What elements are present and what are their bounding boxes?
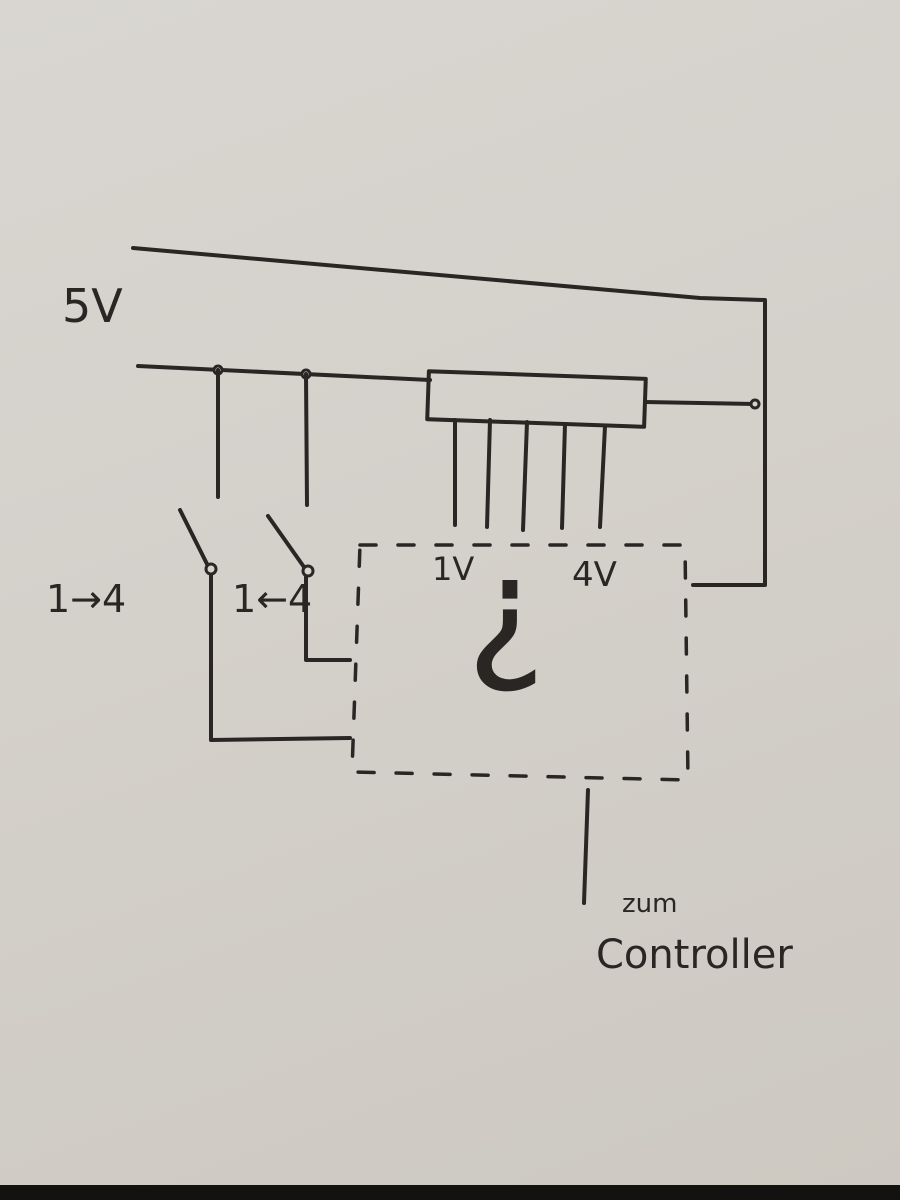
controller-output-line xyxy=(582,788,590,905)
junction-node-right xyxy=(749,398,761,410)
switch-1-lever xyxy=(178,508,210,568)
unknown-block-question: ? xyxy=(466,544,546,718)
switch-2-output xyxy=(304,575,352,662)
resistor-tap-4 xyxy=(560,422,567,530)
tap-low-label: 1V xyxy=(432,550,474,588)
switch-1-contact xyxy=(204,562,218,576)
resistor-tap-5 xyxy=(598,424,607,529)
rail-to-right-node xyxy=(643,400,757,406)
switch-1-label: 1→4 xyxy=(46,577,126,621)
supply-voltage-label: 5V xyxy=(62,279,123,333)
output-label-line2: Controller xyxy=(596,932,793,978)
switch-2-feed xyxy=(304,372,309,507)
supply-rail-top xyxy=(131,246,767,587)
tap-high-label: 4V xyxy=(572,555,617,595)
supply-rail-second xyxy=(136,364,432,382)
resistor-tap-3 xyxy=(521,420,529,532)
switch-2-contact xyxy=(301,564,315,578)
switch-1-output xyxy=(209,573,352,742)
output-label-line1: zum xyxy=(622,889,677,919)
switch-2-label: 1←4 xyxy=(232,577,312,621)
resistor-ladder xyxy=(425,369,648,429)
background-edge xyxy=(0,1185,900,1200)
resistor-tap-2 xyxy=(485,418,492,529)
switch-2-lever xyxy=(266,514,306,569)
